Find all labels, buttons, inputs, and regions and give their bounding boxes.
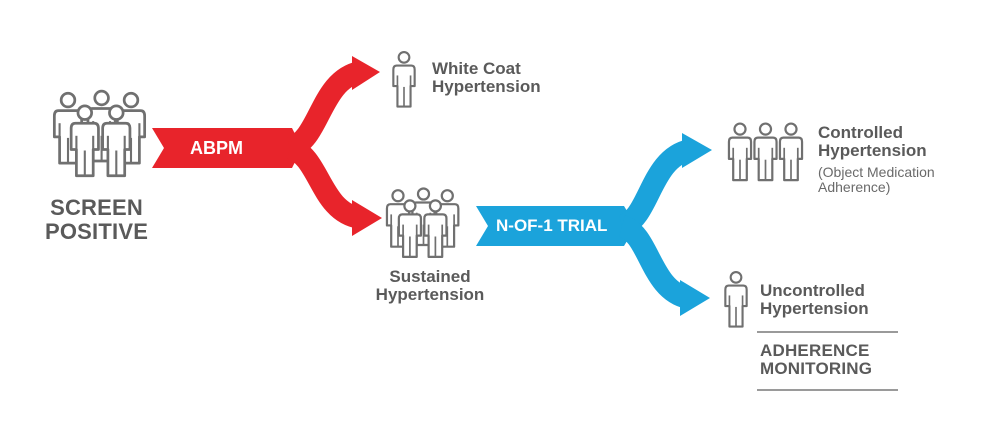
abpm-label: ABPM — [190, 138, 243, 158]
uncontrolled-label: Uncontrolled Hypertension — [760, 281, 869, 319]
people-group-icon — [385, 187, 460, 259]
nof1-trial-label: N-OF-1 TRIAL — [496, 216, 608, 235]
controlled-note: Adherence) — [818, 178, 891, 195]
person-icon — [724, 271, 748, 328]
blue-arrow — [476, 133, 712, 316]
people-group-icon — [727, 122, 804, 182]
screen-positive-label: SCREEN POSITIVE — [45, 195, 149, 244]
sustained-label: Sustained Hypertension — [375, 267, 485, 305]
people-group-icon — [52, 89, 147, 178]
person-icon — [392, 51, 416, 108]
red-arrow — [152, 56, 382, 236]
controlled-label: Controlled Hypertension (Object Medicati… — [818, 123, 935, 195]
controlled-note: (Object Medication — [818, 163, 935, 180]
adherence-monitoring-label: ADHERENCE MONITORING — [760, 341, 873, 379]
white-coat-label: White Coat Hypertension — [432, 59, 541, 97]
